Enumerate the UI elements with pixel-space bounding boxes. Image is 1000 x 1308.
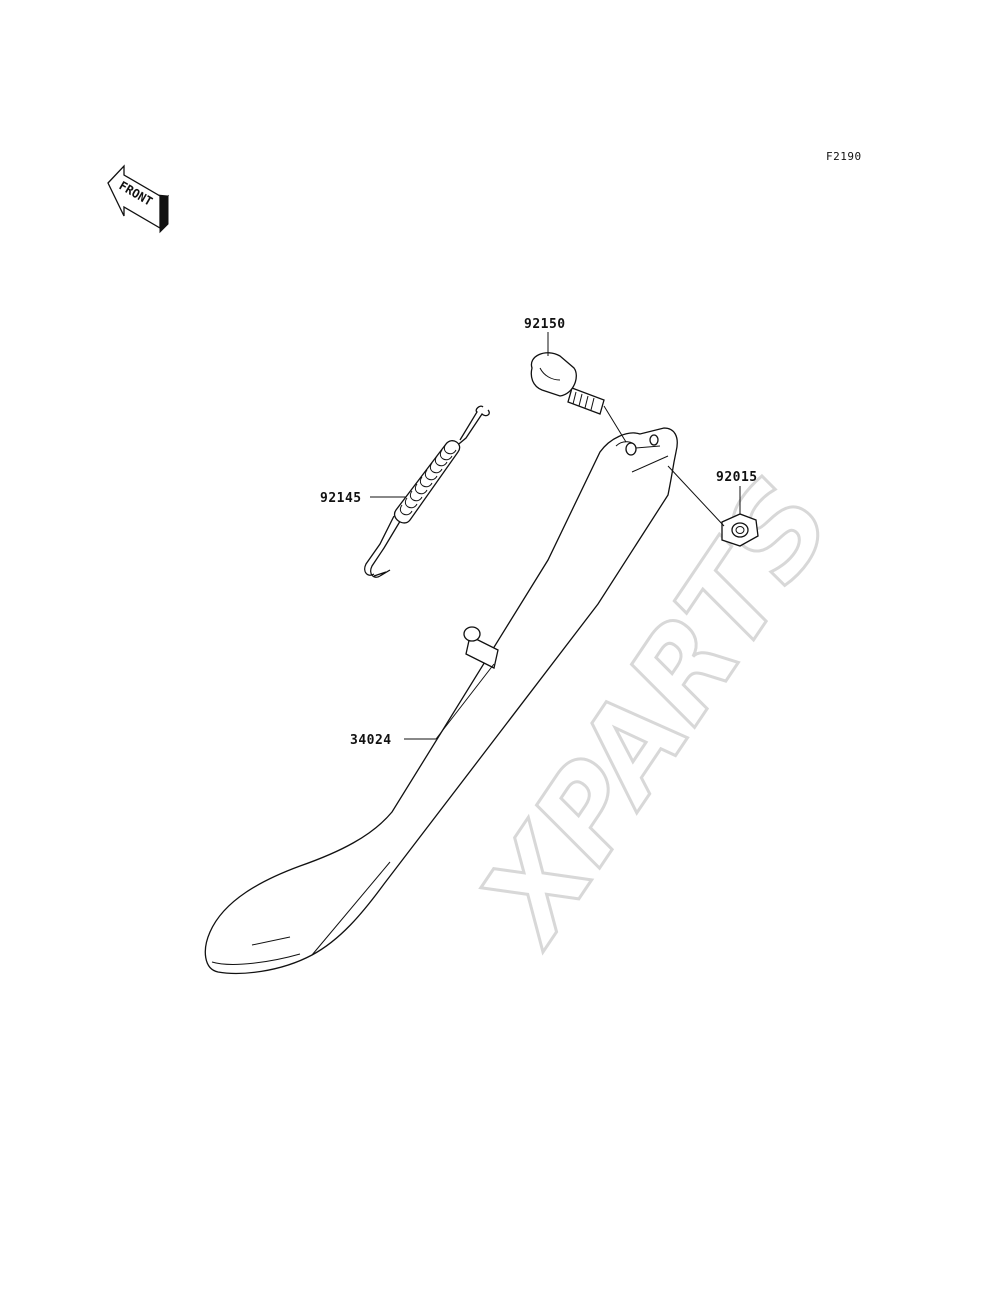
part-number-nut[interactable]: 92015 xyxy=(716,470,758,485)
part-number-spring[interactable]: 92145 xyxy=(320,491,362,506)
part-number-side-stand[interactable]: 34024 xyxy=(350,733,392,748)
spring-part xyxy=(364,405,490,578)
part-number-bolt[interactable]: 92150 xyxy=(524,317,566,332)
spring-hook-pin-part xyxy=(463,626,499,669)
front-arrow-icon: FRONT xyxy=(107,164,170,234)
leader-lines xyxy=(370,332,741,740)
nut-part xyxy=(721,513,759,547)
side-stand-part xyxy=(204,427,678,975)
figure-code: F2190 xyxy=(826,150,862,163)
bolt-part xyxy=(530,352,605,415)
